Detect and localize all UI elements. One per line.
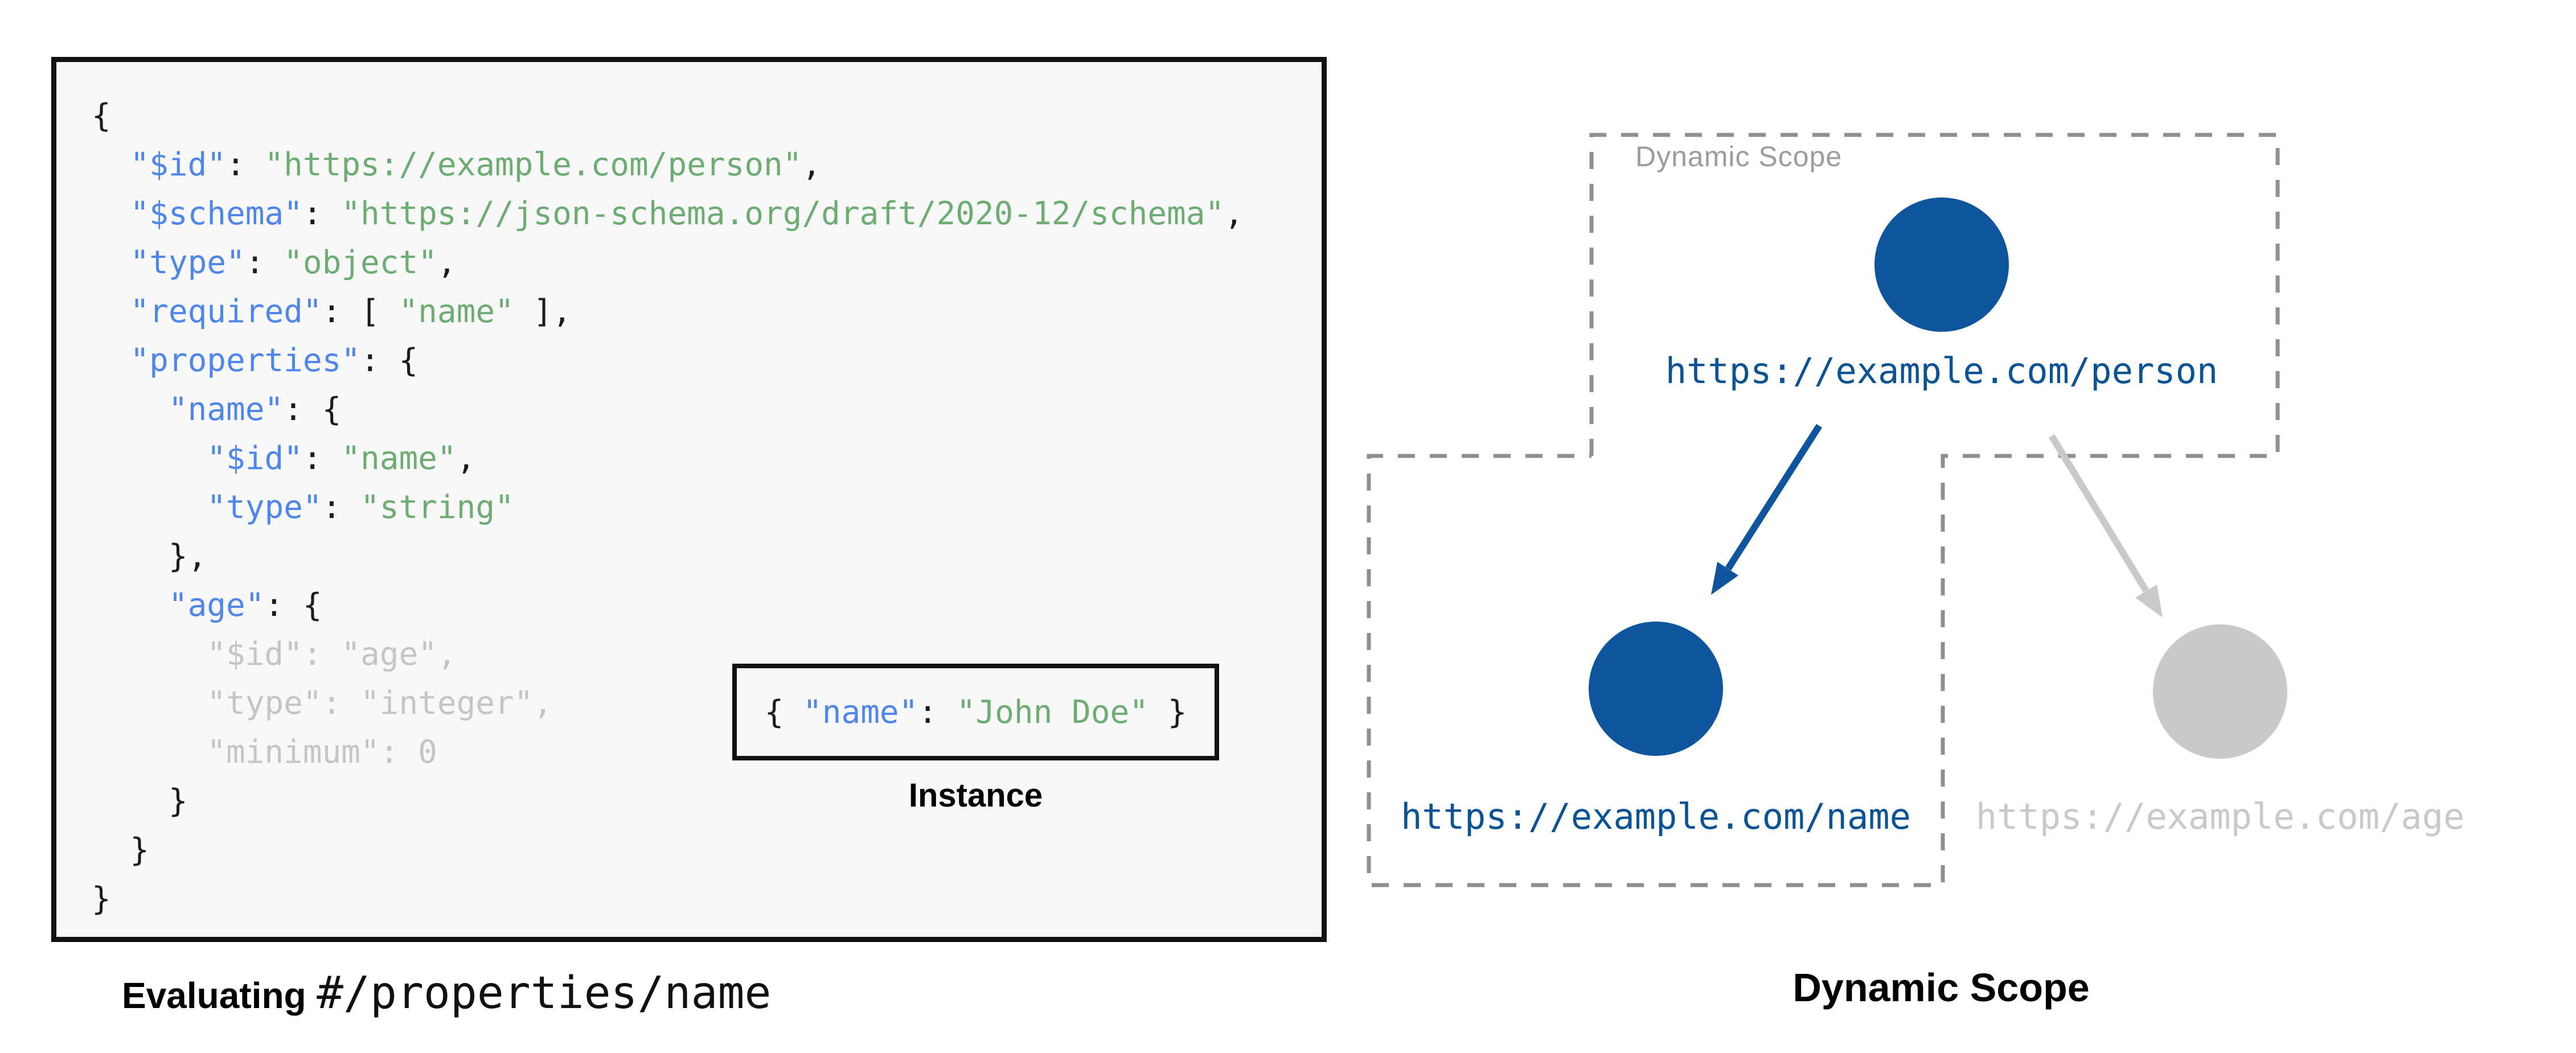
instance-box: { "name": "John Doe" } xyxy=(732,664,1219,760)
code-token: }, xyxy=(92,538,207,575)
code-token: { xyxy=(92,97,111,134)
code-line: "required": [ "name" ], xyxy=(92,287,1244,336)
code-token: "type" xyxy=(130,244,245,281)
code-token: "name" xyxy=(341,440,457,477)
code-token: } xyxy=(92,881,111,918)
code-token: "$schema" xyxy=(130,195,303,232)
code-token: "required" xyxy=(130,293,322,330)
instance-label: Instance xyxy=(908,777,1043,814)
code-token: : xyxy=(245,244,284,281)
code-token: , xyxy=(456,440,476,477)
code-token: "minimum": 0 xyxy=(92,734,437,771)
name-schema-url: https://example.com/name xyxy=(1401,796,1911,837)
code-line: } xyxy=(92,826,1244,875)
code-line: "$schema": "https://json-schema.org/draf… xyxy=(92,190,1244,238)
schema-code: { "$id": "https://example.com/person", "… xyxy=(92,92,1244,924)
dynamic-scope-boundary xyxy=(1367,133,2280,887)
code-token: "name" xyxy=(168,391,284,428)
code-line: "type": "string" xyxy=(92,483,1244,532)
unused-branch-arrow xyxy=(2048,434,2150,593)
code-token: "$id" xyxy=(130,146,227,183)
code-token: : xyxy=(918,693,957,731)
code-line: }, xyxy=(92,532,1244,581)
instance-code: { "name": "John Doe" } xyxy=(765,694,1187,731)
code-line: } xyxy=(92,875,1244,924)
evaluating-caption-bold: Evaluating xyxy=(122,975,306,1016)
code-token: , xyxy=(802,146,822,183)
code-token: "John Doe" xyxy=(956,693,1148,731)
code-line: "$id": "name", xyxy=(92,434,1244,483)
code-line: "$id": "https://example.com/person", xyxy=(92,141,1244,190)
code-token: "$id": "age", xyxy=(92,636,457,673)
code-token: , xyxy=(1224,195,1244,232)
dynamic-scope-region-label: Dynamic Scope xyxy=(1635,141,1843,172)
code-token: "https://example.com/person" xyxy=(264,146,802,183)
code-token: "type" xyxy=(207,489,322,526)
code-line: "type": "integer", xyxy=(92,679,1244,728)
code-token: : { xyxy=(284,391,342,428)
code-token: "$id" xyxy=(207,440,303,477)
person-schema-node xyxy=(1874,198,2009,332)
code-token: "object" xyxy=(284,244,437,281)
code-token: "string" xyxy=(360,489,514,526)
code-token: "name" xyxy=(803,693,918,731)
evaluating-caption: Evaluating #/properties/name xyxy=(122,968,771,1019)
evaluating-caption-path: #/properties/name xyxy=(317,968,772,1019)
evaluation-arrow xyxy=(1725,423,1823,571)
code-line: "type": "object", xyxy=(92,238,1244,287)
code-token: : xyxy=(302,195,342,232)
code-token: "properties" xyxy=(130,342,361,379)
code-token: : xyxy=(226,146,265,183)
code-token: , xyxy=(437,244,457,281)
code-line: { xyxy=(92,92,1244,141)
code-token: } xyxy=(1148,693,1187,731)
code-token: : { xyxy=(264,587,322,624)
name-schema-node xyxy=(1589,622,1723,756)
code-token: { xyxy=(764,693,803,731)
code-line: "name": { xyxy=(92,385,1244,434)
code-token: "type": "integer", xyxy=(92,685,553,722)
code-line: } xyxy=(92,777,1244,826)
code-token: : [ xyxy=(322,293,399,330)
code-token: ], xyxy=(514,293,572,330)
code-token: "age" xyxy=(168,587,265,624)
evaluation-arrowhead xyxy=(1711,562,1738,595)
age-schema-node xyxy=(2153,624,2287,759)
code-token: "https://json-schema.org/draft/2020-12/s… xyxy=(341,195,1225,232)
code-token: : { xyxy=(360,342,419,379)
code-token: : xyxy=(302,440,342,477)
age-schema-url: https://example.com/age xyxy=(1975,796,2465,837)
code-line: "age": { xyxy=(92,581,1244,630)
code-line: "minimum": 0 xyxy=(92,728,1244,777)
code-line: "$id": "age", xyxy=(92,630,1244,679)
code-token: : xyxy=(322,489,361,526)
person-schema-url: https://example.com/person xyxy=(1665,350,2218,392)
code-line: "properties": { xyxy=(92,336,1244,385)
unused-branch-arrowhead xyxy=(2135,585,2163,618)
schema-code-box: { "$id": "https://example.com/person", "… xyxy=(51,57,1327,942)
dynamic-scope-caption: Dynamic Scope xyxy=(1792,965,2090,1010)
code-token: "name" xyxy=(399,293,514,330)
code-token: } xyxy=(92,783,188,820)
code-token: } xyxy=(92,832,150,869)
